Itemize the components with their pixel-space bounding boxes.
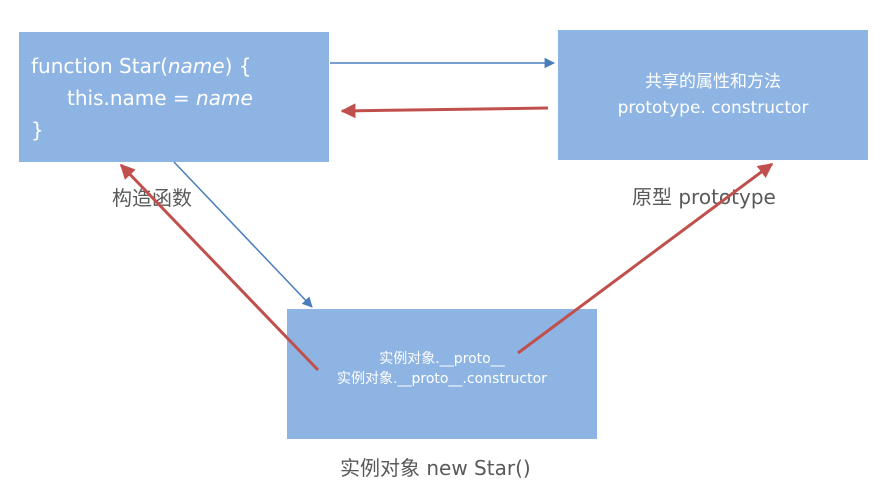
- constructor-code-line-3: }: [31, 118, 44, 142]
- code-text: this.name =: [67, 86, 197, 110]
- instance-line-1: 实例对象.__proto__: [379, 351, 505, 367]
- instance-box: 实例对象.__proto__ 实例对象.__proto__.constructo…: [287, 309, 597, 439]
- code-text: function Star(: [31, 54, 168, 78]
- instance-line-2: 实例对象.__proto__.constructor: [337, 371, 547, 387]
- arrow-constructor-to-instance: [173, 161, 313, 308]
- prototype-caption: 原型 prototype: [632, 185, 776, 209]
- code-param: name: [167, 54, 225, 78]
- constructor-code-line-2: this.name = name: [31, 82, 329, 114]
- prototype-line-1: 共享的属性和方法: [645, 72, 781, 92]
- constructor-box: function Star(name) { this.name = name }: [19, 32, 329, 162]
- prototype-box: 共享的属性和方法 prototype. constructor: [558, 30, 868, 160]
- arrow-prototype-to-constructor: [340, 103, 549, 119]
- prototype-line-2: prototype. constructor: [617, 98, 809, 118]
- code-param: name: [196, 86, 253, 110]
- code-text: ) {: [224, 54, 252, 78]
- constructor-code-line-1: function Star(name) {: [31, 50, 329, 82]
- constructor-caption: 构造函数: [112, 186, 192, 210]
- instance-caption: 实例对象 new Star(): [340, 456, 531, 480]
